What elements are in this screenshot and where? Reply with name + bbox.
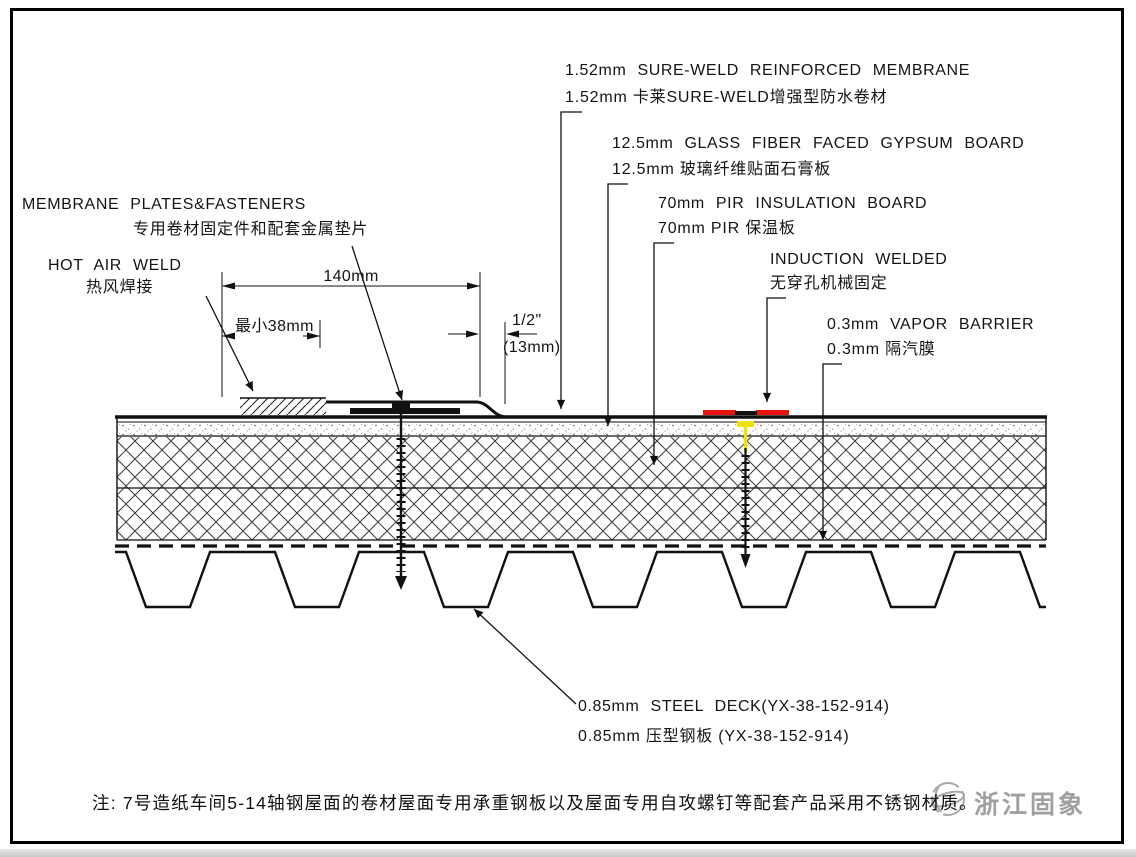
callout-membrane-cn: 1.52mm 卡莱SURE-WELD增强型防水卷材 — [565, 89, 888, 106]
callout-plates-en: MEMBRANE PLATES&FASTENERS — [22, 196, 306, 213]
screw-head — [392, 401, 410, 409]
lap-sheet-line — [326, 400, 507, 419]
callout-vapor-en: 0.3mm VAPOR BARRIER — [827, 316, 1035, 333]
membrane-plate-fastener — [350, 401, 460, 590]
leader-pir — [649, 242, 674, 465]
pir-insulation-layer — [117, 437, 1046, 541]
dim-label-min38mm: 最小38mm — [235, 318, 314, 335]
membrane-lap-and-weld — [240, 397, 507, 419]
logo-wordmark: 浙江固象 — [974, 791, 1087, 819]
leader-deck — [473, 608, 577, 705]
window-bottom-strip — [0, 849, 1136, 857]
leader-hotair — [205, 295, 254, 392]
callout-vapor-cn: 0.3mm 隔汽膜 — [827, 341, 936, 358]
membrane-plate — [350, 408, 460, 414]
callout-hotair-cn: 热风焊接 — [86, 279, 154, 296]
fastener-screw-right — [740, 448, 751, 568]
fastener-screw-left — [395, 412, 407, 590]
callout-induction-cn: 无穿孔机械固定 — [770, 275, 888, 292]
gypsum-board-layer — [117, 421, 1046, 437]
leader-plates — [351, 245, 404, 401]
logo-globe-icon — [931, 782, 965, 816]
leader-gypsum — [603, 183, 628, 426]
callout-gypsum-en: 12.5mm GLASS FIBER FACED GYPSUM BOARD — [612, 135, 1025, 152]
weld-mark-right — [756, 410, 789, 415]
callout-deck-en: 0.85mm STEEL DECK(YX-38-152-914) — [578, 698, 890, 715]
callout-induction-en: INDUCTION WELDED — [770, 251, 948, 268]
leader-membrane — [556, 111, 582, 409]
leader-induction — [762, 297, 786, 402]
induction-weld-fastener — [703, 410, 789, 568]
callout-hotair-en: HOT AIR WELD — [48, 257, 182, 274]
dimension-graphics — [221, 272, 537, 404]
drawing-border — [10, 8, 1124, 844]
weld-plate-center — [735, 411, 757, 415]
dim-label-half-inch: 1/2" — [512, 312, 542, 329]
callout-pir-cn: 70mm PIR 保温板 — [658, 220, 796, 237]
steel-deck-profile — [115, 550, 1046, 609]
leader-lines — [205, 111, 842, 705]
drawing-note: 注: 7号造纸车间5-14轴钢屋面的卷材屋面专用承重钢板以及屋面专用自攻螺钉等配… — [92, 793, 978, 813]
hot-air-weld-hatch — [240, 398, 326, 415]
callout-gypsum-cn: 12.5mm 玻璃纤维贴面石膏板 — [612, 161, 832, 178]
callout-membrane-en: 1.52mm SURE-WELD REINFORCED MEMBRANE — [565, 62, 970, 79]
weld-mark-left — [703, 410, 736, 415]
callout-pir-en: 70mm PIR INSULATION BOARD — [658, 195, 928, 212]
callout-deck-cn: 0.85mm 压型钢板 (YX-38-152-914) — [578, 728, 850, 745]
dim-label-13mm: (13mm) — [503, 339, 561, 356]
leader-vapor — [818, 363, 842, 540]
callout-plates-cn: 专用卷材固定件和配套金属垫片 — [133, 221, 369, 238]
fastener-head-yellow — [737, 421, 754, 427]
dim-label-140mm: 140mm — [323, 268, 379, 285]
